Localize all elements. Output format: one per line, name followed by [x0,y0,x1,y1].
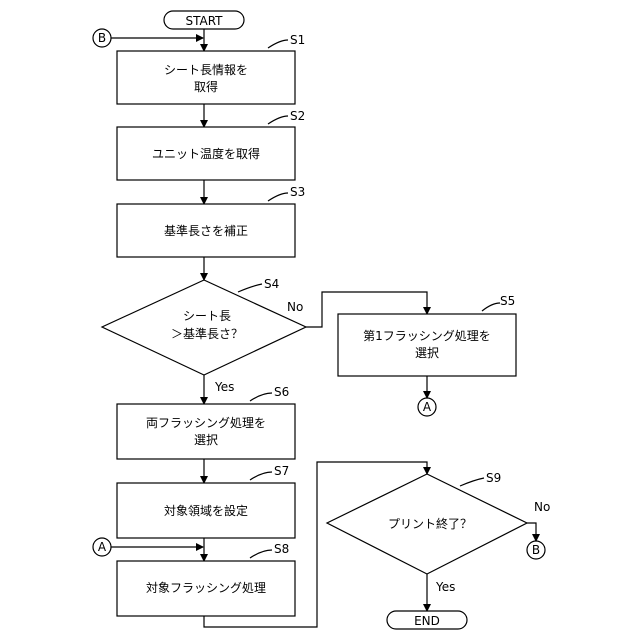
s1-step-label: S1 [290,33,305,47]
s9-no-label: No [534,500,550,514]
s1-label-leader [268,40,288,48]
s4-yes-label: Yes [214,380,234,394]
process-s5 [338,314,516,376]
process-s1 [117,51,295,104]
s9-yes-label: Yes [435,580,455,594]
s9-label-leader [460,478,484,486]
s6-text-line1: 両フラッシング処理を [146,416,266,430]
s1-text-line2: 取得 [194,79,218,94]
s8-step-label: S8 [274,542,289,556]
s6-text-line2: 選択 [194,433,218,447]
start-label: START [185,14,223,28]
connector-a-in-label: A [98,540,107,554]
s7-label-leader [250,472,272,480]
s3-text: 基準長さを補正 [164,223,248,238]
connector-a-out-label: A [423,400,432,414]
s9-step-label: S9 [486,471,501,485]
process-s6 [117,404,295,459]
connector-b-out-label: B [532,543,540,557]
end-label: END [414,614,440,628]
s5-label-leader [482,303,500,311]
s2-text: ユニット温度を取得 [152,146,260,161]
s9-text: プリント終了？ [388,516,472,531]
s3-label-leader [268,193,288,201]
s2-label-leader [268,116,288,124]
s8-label-leader [250,550,272,558]
s8-text: 対象フラッシング処理 [146,581,266,595]
s4-no-label: No [287,300,303,314]
s5-text-line1: 第1フラッシング処理を [363,329,491,343]
s6-label-leader [250,393,272,401]
s4-text-line1: シート長 [183,309,231,323]
s4-label-leader [238,284,262,292]
edge-s9-no-b [527,523,536,541]
s4-text-line2: ＞基準長さ？ [171,326,243,341]
s3-step-label: S3 [290,185,305,199]
s1-text-line1: シート長情報を [164,63,248,77]
s6-step-label: S6 [274,385,289,399]
s2-step-label: S2 [290,109,305,123]
s5-step-label: S5 [500,294,515,308]
s7-step-label: S7 [274,464,289,478]
s4-step-label: S4 [264,277,279,291]
s7-text: 対象領域を設定 [164,503,248,518]
s5-text-line2: 選択 [415,346,439,360]
connector-b-in-label: B [98,31,106,45]
